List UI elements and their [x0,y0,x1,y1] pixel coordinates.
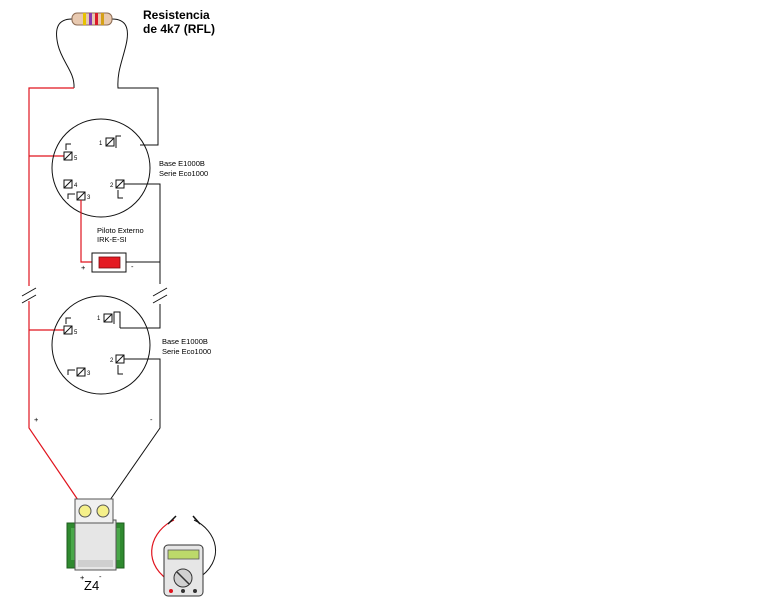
base-bottom-terminal-3 [67,367,86,377]
base-bottom-outline [51,295,151,395]
pilot-minus-sign: - [131,262,134,271]
base-top-label-line1: Base E1000B [159,159,205,168]
base-top-num-2: 2 [110,183,114,189]
base-bottom-num-3: 3 [87,371,91,377]
base-top-terminal-3 [67,191,86,201]
base-bottom-num-5: 5 [74,330,78,336]
red-wire-lower [28,301,79,501]
base-top-terminal-1 [105,135,121,148]
resistor-icon [71,12,113,26]
line-plus-sign: + [34,415,39,424]
panel-minus-sign: - [99,572,102,581]
pilot-label-line1: Piloto Externo [97,226,144,235]
break-mark-left-1 [21,287,37,297]
base-bottom-num-2: 2 [110,358,114,364]
black-wire-top-base-to-rail [124,183,161,284]
base-top-num-4: 4 [74,183,78,189]
base-top-num-1: 1 [99,141,103,147]
base-bottom-label-line2: Serie Eco1000 [162,347,211,356]
base-bottom-terminal-5 [63,317,73,335]
panel-zone-label: Z4 [84,578,99,593]
break-mark-right-1 [152,287,168,297]
base-bottom-label-line1: Base E1000B [162,337,208,346]
pilot-plus-sign: + [81,263,86,272]
break-mark-right-2 [152,294,168,304]
multimeter-icon [151,515,216,597]
resistor-title-line1: Resistencia [143,8,210,22]
panel-plus-sign: + [80,573,85,582]
base-top-terminal-4 [63,179,73,189]
line-minus-sign: - [150,415,153,424]
break-mark-left-2 [21,294,37,304]
base-top-outline [51,118,151,218]
red-wire-base-to-pilot [80,200,92,263]
red-wire-main [28,87,74,286]
resistor-lead-right [111,18,159,146]
panel-module-icon [66,498,125,571]
base-top-terminal-5 [63,143,73,161]
black-wire-rail-to-bottom-base [120,304,161,329]
base-top-label-line2: Serie Eco1000 [159,169,208,178]
resistor-lead-left [56,18,75,89]
base-top-terminal-2 [115,179,125,199]
pilot-led-icon [91,252,127,273]
pilot-label-line2: IRK-E-SI [97,235,127,244]
base-bottom-num-1: 1 [97,316,101,322]
black-wire-bottom-base-to-panel [109,358,161,501]
resistor-title-line2: de 4k7 (RFL) [143,22,215,36]
base-top-num-3: 3 [87,195,91,201]
base-bottom-terminal-1 [103,311,121,328]
base-top-num-5: 5 [74,156,78,162]
base-bottom-terminal-2 [115,354,125,375]
